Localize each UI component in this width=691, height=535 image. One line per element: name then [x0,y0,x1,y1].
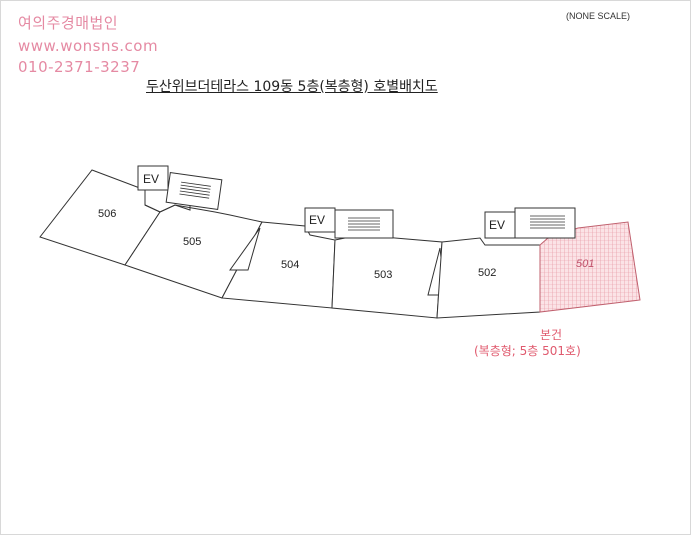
stair-box-left [165,171,223,211]
stair-icon-mid [348,217,380,231]
scale-note: (NONE SCALE) [566,11,631,21]
unit-505 [124,204,263,299]
wing-right [436,207,641,319]
plan-title: 두산위브더테라스 109동 5층(복층형) 호별배치도 [146,79,438,95]
unit-label-502: 502 [478,267,496,279]
unit-label-504: 504 [281,259,299,271]
unit-label-503: 503 [374,269,392,281]
ev-box-mid [304,207,336,233]
stair-icon-left [179,181,211,199]
ev-box-right [484,211,516,239]
unit-label-506: 506 [98,208,116,220]
watermark-company: 여의주경매법인 [18,14,119,32]
watermark-url: www.wonsns.com [18,37,159,55]
ev-label-right: EV [489,218,505,232]
target-unit-detail: (복층형; 5층 501호) [474,344,581,358]
stair-box-right [514,207,576,239]
ev-box-left [137,165,169,191]
core-triangle-mid-left [229,227,261,271]
wing-middle [221,207,446,319]
wing-left [39,165,263,299]
unit-label-505: 505 [183,236,201,248]
ev-label-mid: EV [309,213,325,227]
ev-label-left: EV [143,172,159,186]
stair-icon-right [530,215,565,229]
watermark-phone: 010-2371-3237 [18,58,141,76]
unit-label-501: 501 [576,258,594,270]
target-unit-note: 본건 [540,328,563,342]
